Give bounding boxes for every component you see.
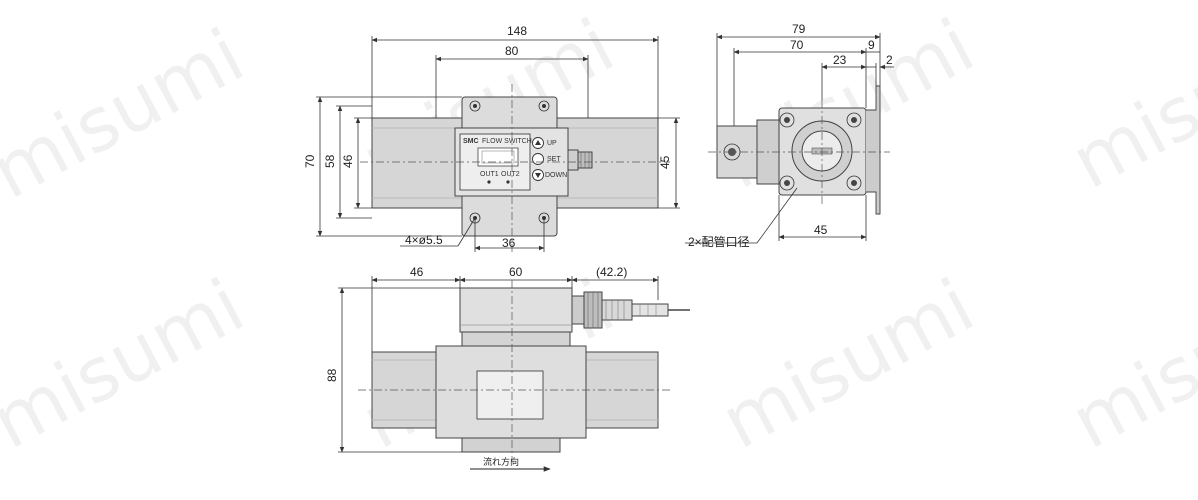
hole-callout: 4×ø5.5 (405, 233, 443, 247)
watermark-text: misumi (0, 263, 258, 466)
dim-148: 148 (507, 24, 527, 38)
mounting-hole (846, 175, 862, 191)
set-button: SET (532, 153, 561, 165)
front-view: 46 60 (42.2) 88 流れ方向 (325, 265, 690, 472)
watermark-text: misumi (0, 13, 258, 216)
mounting-hole (538, 100, 550, 112)
out1-label: OUT1 (480, 171, 499, 178)
front-cable-connector (571, 291, 690, 329)
out2-led (506, 180, 510, 184)
up-label: UP (547, 140, 557, 147)
dim-60: 60 (509, 265, 523, 279)
dim-80: 80 (505, 44, 519, 58)
dim-70: 70 (303, 154, 317, 168)
mounting-hole (779, 175, 795, 191)
dim-45-top: 45 (658, 155, 672, 169)
top-view: SMC FLOW SWITCH OUT1 OUT2 UP SET DOWN (303, 24, 680, 252)
down-label: DOWN (545, 172, 567, 179)
up-button: UP (532, 137, 557, 149)
mounting-hole (779, 112, 795, 128)
front-window (476, 370, 544, 420)
panel-title: FLOW SWITCH (482, 138, 532, 145)
cable-connector (567, 149, 593, 171)
side-bracket (866, 85, 881, 215)
side-view: 79 70 9 23 2 45 2×配管口径 (685, 22, 894, 249)
dim-79: 79 (792, 22, 806, 36)
dim-46-front: 46 (410, 265, 424, 279)
watermark-text: misumi (1058, 263, 1198, 466)
mounting-hole (846, 112, 862, 128)
dim-70-side: 70 (790, 38, 804, 52)
set-label: SET (547, 156, 561, 163)
watermark-text: misumi (708, 263, 987, 466)
dim-88: 88 (325, 368, 339, 382)
out2-label: OUT2 (501, 171, 520, 178)
down-button: DOWN (532, 169, 567, 181)
dim-46: 46 (341, 154, 355, 168)
flow-direction-label: 流れ方向 (483, 456, 519, 467)
dim-36: 36 (502, 236, 516, 250)
mounting-hole (469, 100, 481, 112)
brand-logo: SMC (463, 138, 479, 145)
watermark-text: misumi (1058, 3, 1198, 206)
dim-2: 2 (886, 53, 893, 67)
dim-58: 58 (323, 154, 337, 168)
dim-45-side: 45 (814, 223, 828, 237)
port-callout: 2×配管口径 (688, 234, 750, 249)
lcd-display (477, 147, 519, 167)
dim-42-2: (42.2) (596, 265, 627, 279)
dim-9: 9 (868, 38, 875, 52)
out1-led (487, 180, 491, 184)
dim-23: 23 (833, 53, 847, 67)
